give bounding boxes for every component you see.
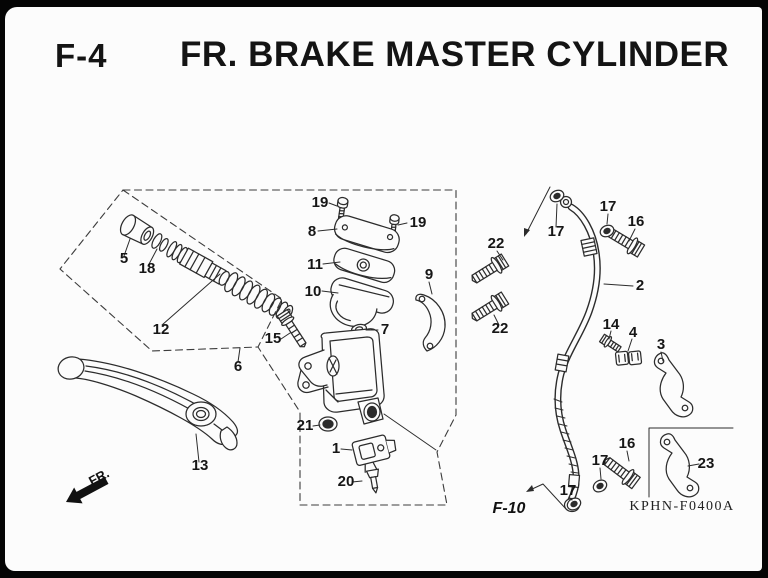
part-label-23: 23 <box>698 455 715 472</box>
part-label-7: 7 <box>381 321 389 338</box>
part-label-17: 17 <box>548 223 565 240</box>
stay-3 <box>653 352 694 418</box>
fr-arrow-icon <box>66 476 109 504</box>
part-label-2: 2 <box>636 277 644 294</box>
part-label-13: 13 <box>192 457 209 474</box>
part-label-9: 9 <box>425 266 433 283</box>
part-labels-layer: 5 18 12 6 15 13 19 19 8 11 10 9 7 21 1 20 22 22 17 17 16 2 14 4… <box>120 194 715 499</box>
subassembly-box <box>648 427 734 498</box>
plate-11 <box>333 247 396 284</box>
pivot-bolt-15 <box>276 308 307 348</box>
part-label-19: 19 <box>312 194 329 211</box>
grommet-21 <box>318 416 338 432</box>
part-label-4: 4 <box>629 324 638 341</box>
brake-hose-2 <box>553 195 601 513</box>
diaphragm-10 <box>329 277 394 328</box>
flange-bolt-22a <box>466 251 511 289</box>
washer-18 <box>151 233 169 252</box>
boot-5 <box>119 214 155 245</box>
part-label-22: 22 <box>492 320 509 337</box>
part-label-11: 11 <box>307 256 323 273</box>
part-label-12: 12 <box>153 321 170 338</box>
part-label-10: 10 <box>305 283 322 300</box>
part-label-6: 6 <box>234 358 242 375</box>
part-label-14: 14 <box>603 316 620 333</box>
page-code: F-4 <box>55 37 108 74</box>
part-label-17: 17 <box>560 482 577 499</box>
part-label-17: 17 <box>592 452 609 469</box>
part-label-22: 22 <box>488 235 505 252</box>
connection-line <box>383 413 437 451</box>
ref-link-f10: F-10 <box>493 500 526 517</box>
leader-lines <box>123 186 700 510</box>
part-label-5: 5 <box>120 250 128 267</box>
holder-9 <box>415 293 446 352</box>
clamp-4 <box>614 350 643 366</box>
switch-1 <box>351 434 397 473</box>
part-label-18: 18 <box>139 260 156 277</box>
part-label-20: 20 <box>338 473 355 490</box>
bolt-14 <box>598 333 622 353</box>
part-label-1: 1 <box>332 440 340 457</box>
part-label-15: 15 <box>265 330 282 347</box>
part-label-16: 16 <box>619 435 636 452</box>
part-label-3: 3 <box>657 336 665 353</box>
page-title: FR. BRAKE MASTER CYLINDER <box>180 35 730 74</box>
part-label-17: 17 <box>600 198 617 215</box>
part-label-21: 21 <box>297 417 314 434</box>
part-label-16: 16 <box>628 213 645 230</box>
assembly-boundary <box>59 189 457 506</box>
fr-direction-arrow: FR. <box>66 465 112 504</box>
washer-17c <box>590 477 610 495</box>
stay-23 <box>659 433 700 498</box>
pin-20 <box>365 468 379 494</box>
catalog-page: F-4 FR. BRAKE MASTER CYLINDER <box>5 7 762 571</box>
piston-kit-12 <box>119 214 294 322</box>
diagram-code: KPHN-F0400A <box>629 499 734 514</box>
part-label-8: 8 <box>308 223 316 240</box>
cap-8 <box>333 215 400 254</box>
master-cylinder-body <box>297 328 385 425</box>
brake-lever-13 <box>57 356 239 451</box>
part-label-19: 19 <box>410 214 427 231</box>
